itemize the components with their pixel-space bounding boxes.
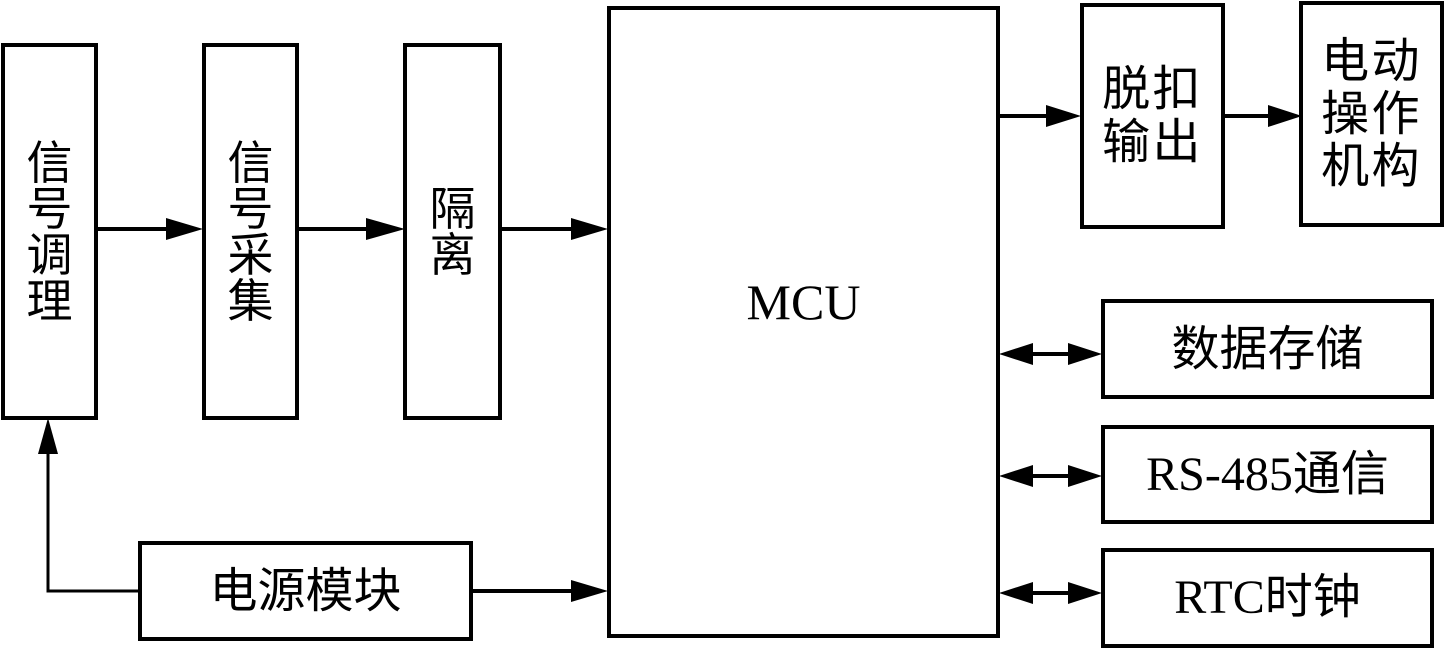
data-storage-label: 数据存储 xyxy=(1171,321,1364,377)
isolation-label: 隔离 xyxy=(429,181,476,282)
trip-output-label: 脱扣输出 xyxy=(1102,61,1203,170)
electric-actuator-label: 电动操作机构 xyxy=(1321,32,1422,195)
rs485-label: RS-485通信 xyxy=(1146,447,1389,501)
arrow-trip-output-to-actuator xyxy=(1223,105,1302,127)
signal-acquisition-block: 信号采集 xyxy=(202,43,299,420)
power-module-block: 电源模块 xyxy=(138,541,473,641)
mcu-label: MCU xyxy=(746,274,861,330)
arrow-mcu-rs485 xyxy=(999,465,1102,487)
power-module-label: 电源模块 xyxy=(209,563,402,619)
rtc-block: RTC时钟 xyxy=(1101,548,1434,648)
mcu-block: MCU xyxy=(607,6,1000,638)
arrow-power-to-conditioning xyxy=(38,418,140,593)
signal-conditioning-block: 信号调理 xyxy=(1,43,98,420)
rtc-label: RTC时钟 xyxy=(1174,571,1361,624)
arrow-mcu-data-storage xyxy=(999,343,1102,365)
arrow-mcu-rtc xyxy=(999,582,1102,604)
electric-actuator-block: 电动操作机构 xyxy=(1299,1,1444,227)
isolation-block: 隔离 xyxy=(403,43,502,420)
signal-conditioning-label: 信号调理 xyxy=(26,135,73,328)
rs485-block: RS-485通信 xyxy=(1101,425,1434,524)
data-storage-block: 数据存储 xyxy=(1101,299,1434,399)
arrow-isolation-to-mcu xyxy=(500,218,608,240)
arrow-power-to-mcu xyxy=(470,580,608,602)
arrow-acquisition-to-isolation xyxy=(298,218,405,240)
arrow-conditioning-to-acquisition xyxy=(96,218,203,240)
signal-acquisition-label: 信号采集 xyxy=(227,135,274,328)
arrow-mcu-to-trip-output xyxy=(997,105,1081,127)
trip-output-block: 脱扣输出 xyxy=(1080,3,1225,229)
